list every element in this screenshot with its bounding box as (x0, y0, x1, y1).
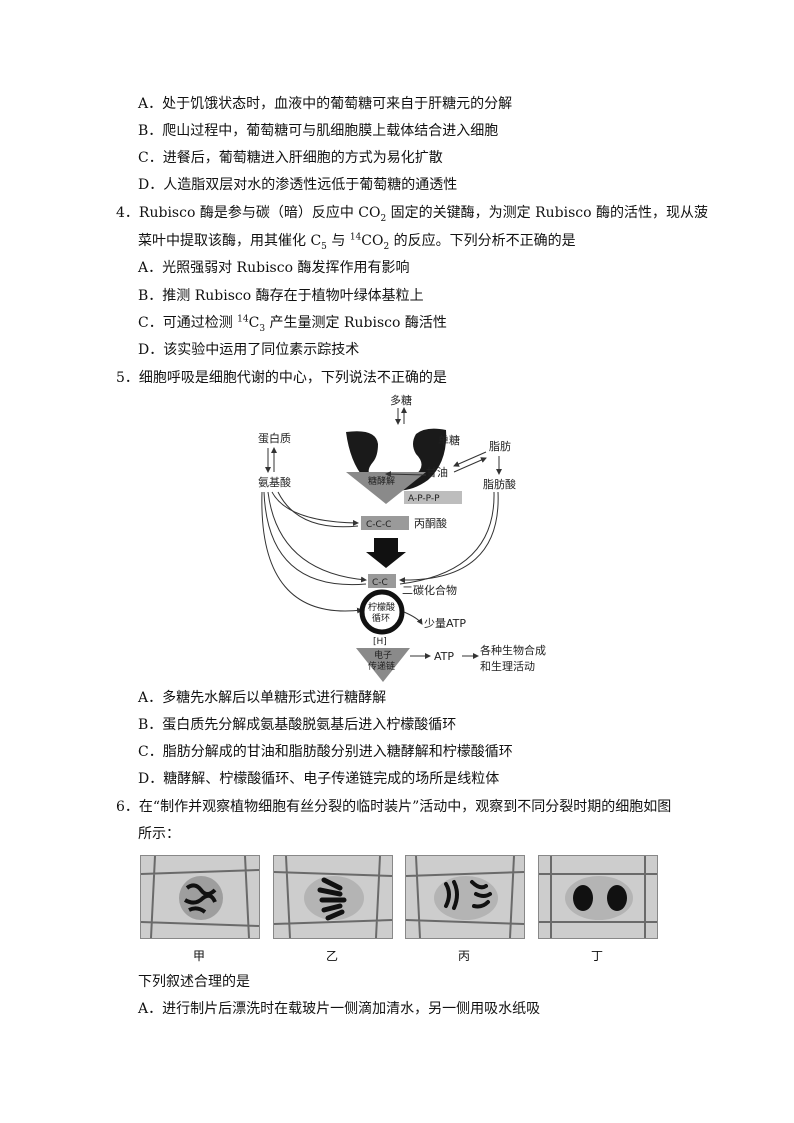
q4-subscript: 3 (259, 323, 266, 334)
micrograph-panel-ding (538, 855, 658, 939)
atp-chain-label: A-P-P-P (408, 494, 440, 504)
q4-option-a: A．光照强弱对 Rubisco 酶发挥作用有影响 (138, 260, 410, 276)
atp-chain-box (404, 491, 462, 504)
q6-stem-line1: 6．在“制作并观察植物细胞有丝分裂的临时装片”活动中，观察到不同分裂时期的细胞如… (116, 797, 671, 817)
q4-stem-text: 固定的关键酶，为测定 Rubisco 酶的活性，现从菠 (386, 205, 709, 221)
down-arrow-icon (366, 538, 406, 568)
two-carbon-box (368, 574, 396, 588)
q4-option-b: B．推测 Rubisco 酶存在于植物叶绿体基粒上 (138, 288, 424, 304)
arrow-icon (399, 491, 499, 584)
glycolysis-label: 糖酵解 (368, 475, 395, 487)
arrow-line (277, 491, 359, 528)
q6-follow-text: 下列叙述合理的是 (138, 974, 250, 990)
protein-label: 蛋白质 (258, 431, 291, 445)
fat-label: 脂肪 (489, 439, 511, 453)
cell-respiration-diagram: 多糖 单糖 蛋白质 氨基酸 脂肪 甘油 脂肪酸 糖酵解 A-P-P-P C-C-… (258, 393, 546, 682)
micrograph-panel-jia (140, 855, 260, 939)
arrow-icon (385, 471, 427, 478)
arrow-icon (453, 451, 487, 467)
q5-number: 5． (116, 370, 139, 386)
panel-label-jia: 甲 (192, 949, 205, 963)
q5-stem: 5．细胞呼吸是细胞代谢的中心，下列说法不正确的是 (116, 368, 447, 388)
q4-subscript: 2 (383, 241, 390, 252)
q4-option-c-text: 产生量测定 Rubisco 酶活性 (265, 315, 447, 331)
arrow-icon (267, 491, 367, 583)
micrograph-panel-bing (405, 855, 525, 939)
q4-stem-line1: 4．Rubisco 酶是参与碳（暗）反应中 CO2 固定的关键酶，为测定 Rub… (116, 203, 708, 223)
q4-superscript: 14 (349, 232, 362, 243)
q5-stem-text: 细胞呼吸是细胞代谢的中心，下列说法不正确的是 (138, 370, 447, 386)
q5-option-b: B．蛋白质先分解成氨基酸脱氨基后进入柠檬酸循环 (138, 717, 457, 733)
fatty-acid-label: 脂肪酸 (483, 477, 516, 491)
h-label: [H] (373, 637, 387, 647)
arrow-icon (271, 491, 359, 526)
q6-stem-line2: 所示： (138, 826, 180, 842)
pyruvate-box-label: C-C-C (366, 520, 391, 530)
q3-option-b: B．爬山过程中，葡萄糖可与肌细胞膜上载体结合进入细胞 (138, 123, 499, 139)
q5-option-d: D．糖酵解、柠檬酸循环、电子传递链完成的场所是线粒体 (138, 771, 500, 787)
q4-stem-text: 的反应。下列分析不正确的是 (389, 233, 576, 249)
q4-number: 4． (116, 205, 139, 221)
q6-number: 6． (116, 799, 139, 815)
q4-stem-text: 与 (326, 233, 350, 249)
q3-option-a: A．处于饥饿状态时，血液中的葡萄糖可来自于肝糖元的分解 (138, 96, 513, 112)
micrograph-ding-image (539, 856, 657, 938)
arrow-icon (403, 611, 423, 625)
q4-option-c-text: C．可通过检测 (138, 315, 238, 331)
etc-label-line1: 电子 (374, 649, 392, 661)
q4-option-c-text: C (248, 315, 260, 331)
q4-superscript: 14 (237, 314, 249, 325)
arrow-icon (261, 491, 363, 614)
two-carbon-label: 二碳化合物 (402, 583, 457, 597)
q5-option-a: A．多糖先水解后以单糖形式进行糖酵解 (138, 690, 387, 706)
panel-label-yi: 乙 (325, 949, 338, 963)
panel-label-bing: 丙 (457, 949, 470, 963)
q4-stem-text: CO (361, 233, 384, 249)
etc-label-line2: 传递链 (368, 660, 395, 672)
two-carbon-box-label: C-C (372, 578, 388, 588)
q4-stem-text: Rubisco 酶是参与碳（暗）反应中 CO (138, 205, 381, 221)
q4-stem-text: 菜叶中提取该酶，用其催化 C (138, 233, 322, 249)
small-atp-label: 少量ATP (424, 617, 466, 630)
atp-label: ATP (434, 650, 454, 663)
amino-acid-label: 氨基酸 (258, 475, 291, 489)
arrow-line (263, 491, 367, 586)
uses-label-line1: 各种生物合成 (480, 643, 546, 657)
micrograph-panel-yi (273, 855, 393, 939)
q5-option-c: C．脂肪分解成的甘油和脂肪酸分别进入糖酵解和柠檬酸循环 (138, 744, 513, 760)
micrograph-yi-image (274, 856, 392, 938)
cycle-label-line1: 柠檬酸 (368, 601, 395, 613)
panel-label-ding: 丁 (590, 949, 603, 963)
q4-subscript: 5 (321, 241, 327, 252)
monosaccharide-label: 单糖 (438, 433, 460, 447)
arrow-icon (453, 457, 487, 473)
micrograph-bing-image (406, 856, 524, 938)
uses-label-line2: 和生理活动 (480, 659, 535, 673)
q4-stem-line2: 菜叶中提取该酶，用其催化 C5 与 14CO2 的反应。下列分析不正确的是 (138, 231, 576, 251)
pyruvate-label: 丙酮酸 (414, 516, 447, 530)
etc-funnel (356, 648, 410, 682)
q6-option-a: A．进行制片后漂洗时在载玻片一侧滴加清水，另一侧用吸水纸吸 (138, 1001, 541, 1017)
cycle-label-line2: 循环 (372, 612, 390, 624)
citric-acid-cycle-ring (359, 589, 405, 635)
q4-option-d: D．该实验中运用了同位素示踪技术 (138, 342, 360, 358)
micrograph-jia-image (141, 856, 259, 938)
q3-option-d: D．人造脂双层对水的渗透性远低于葡萄糖的通透性 (138, 177, 458, 193)
polysaccharide-label: 多糖 (390, 393, 412, 407)
q4-subscript: 2 (380, 213, 387, 224)
q6-stem-text: 在“制作并观察植物细胞有丝分裂的临时装片”活动中，观察到不同分裂时期的细胞如图 (138, 799, 672, 815)
glycerol-label: 甘油 (426, 465, 448, 479)
arrow-line (399, 491, 495, 585)
q3-option-c: C．进餐后，葡萄糖进入肝细胞的方式为易化扩散 (138, 150, 443, 166)
pyruvate-box (361, 516, 409, 530)
glycolysis-funnel (346, 472, 426, 504)
q4-option-c: C．可通过检测 14C3 产生量测定 Rubisco 酶活性 (138, 313, 447, 333)
